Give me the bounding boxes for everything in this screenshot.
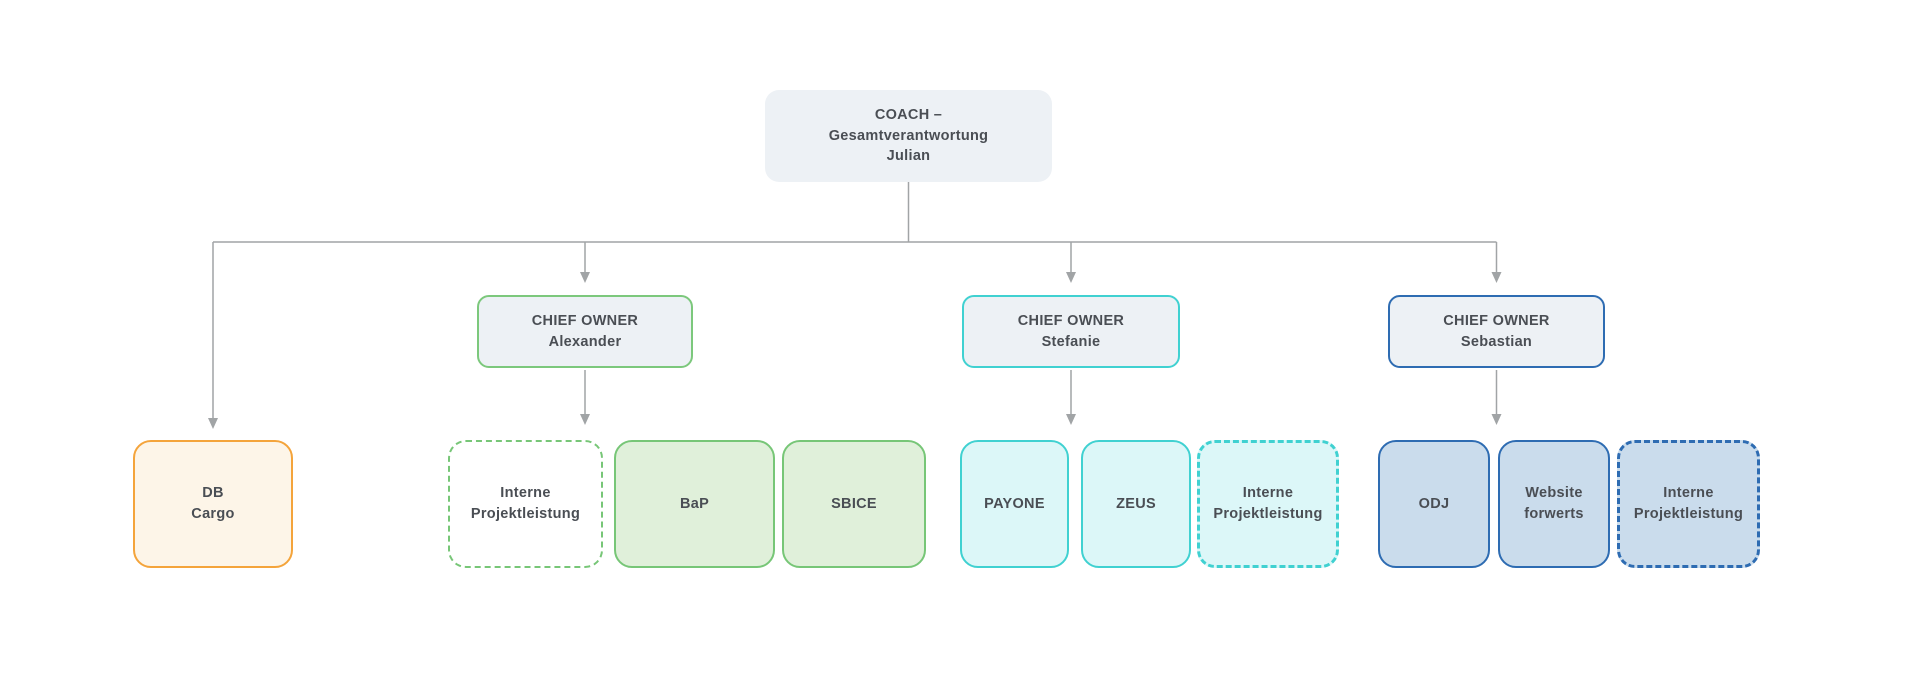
node-interne-projektleistung-stefanie: Interne Projektleistung [1197, 440, 1339, 568]
node-website-forwerts: Website forwerts [1498, 440, 1610, 568]
node-coach-gesamtverantwortung: COACH – Gesamtverantwortung Julian [765, 90, 1052, 182]
node-bap: BaP [614, 440, 775, 568]
node-odj: ODJ [1378, 440, 1490, 568]
arrowhead-alexander [580, 272, 590, 283]
node-interne-projektleistung-alexander: Interne Projektleistung [448, 440, 603, 568]
arrowhead-stefanie [1066, 272, 1076, 283]
node-chief-owner-sebastian: CHIEF OWNER Sebastian [1388, 295, 1605, 368]
node-payone: PAYONE [960, 440, 1069, 568]
arrowhead-db-cargo [208, 418, 218, 429]
arrowhead-stefanie-children [1066, 414, 1076, 425]
arrowhead-sebastian-children [1491, 414, 1502, 425]
arrowhead-alexander-children [580, 414, 590, 425]
arrowhead-sebastian [1491, 272, 1502, 283]
node-db-cargo: DB Cargo [133, 440, 293, 568]
node-interne-projektleistung-sebastian: Interne Projektleistung [1617, 440, 1760, 568]
node-chief-owner-stefanie: CHIEF OWNER Stefanie [962, 295, 1180, 368]
node-chief-owner-alexander: CHIEF OWNER Alexander [477, 295, 693, 368]
node-zeus: ZEUS [1081, 440, 1191, 568]
node-sbice: SBICE [782, 440, 926, 568]
